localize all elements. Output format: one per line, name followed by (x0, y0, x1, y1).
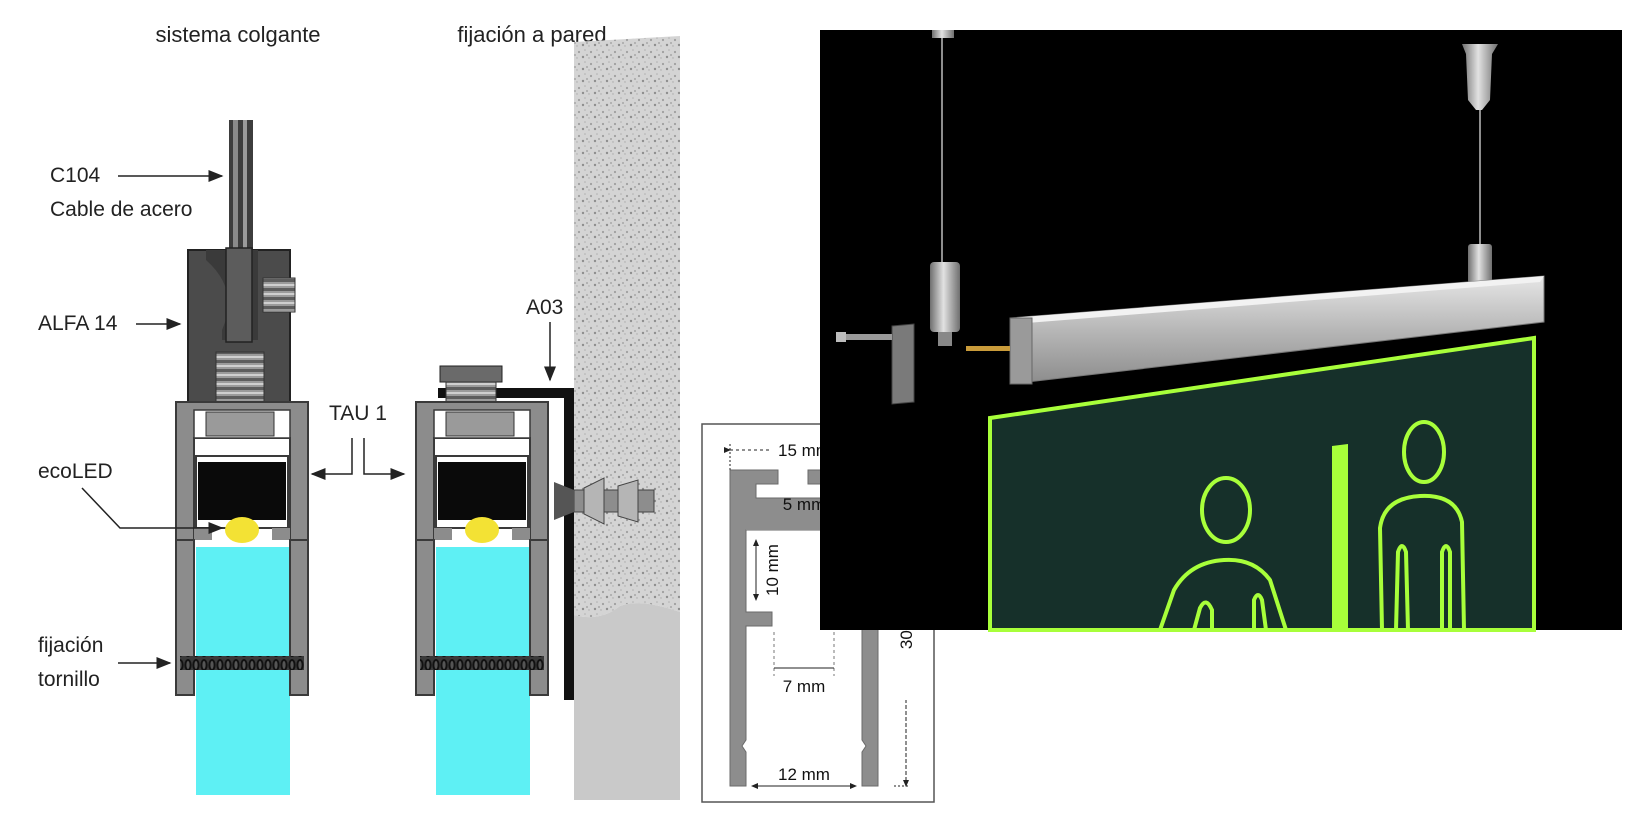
wall (574, 36, 680, 618)
dim-bottom-width: 12 mm (778, 765, 830, 784)
led-glow-hanging (225, 517, 259, 543)
acrylic-panel-hanging (196, 547, 290, 795)
wall-section (415, 36, 680, 800)
woman-pictogram-icon (1377, 420, 1466, 631)
fixing-screw-hanging (180, 656, 304, 670)
gripper-right (1468, 244, 1492, 284)
acrylic-panel-wall (436, 547, 530, 795)
product-render (820, 30, 1622, 632)
led-glow-wall (465, 517, 499, 543)
fixing-screw-wall (420, 656, 544, 670)
label-tau1: TAU 1 (329, 402, 387, 425)
gripper-left (930, 262, 960, 332)
label-c104: C104 (50, 164, 101, 187)
header-hanging-system: sistema colgante (155, 22, 320, 47)
label-a03: A03 (526, 296, 563, 319)
hanging-section (175, 120, 309, 795)
label-screw: tornillo (38, 668, 100, 691)
ecoled-strip-hanging (198, 462, 286, 520)
dim-width-top: 15 mm (778, 441, 830, 460)
label-fixing: fijación (38, 634, 103, 657)
label-steel-cable: Cable de acero (50, 198, 192, 221)
callout-labels: C104 Cable de acero ALFA 14 TAU 1 ecoLED… (38, 164, 563, 691)
wall-plate (891, 323, 915, 405)
label-ecoled: ecoLED (38, 460, 113, 483)
dim-slot-width: 7 mm (783, 677, 826, 696)
ceiling-cap-right (1462, 44, 1498, 110)
ecoled-strip-wall (438, 462, 526, 520)
label-alfa14: ALFA 14 (38, 312, 118, 335)
man-pictogram-icon (1158, 476, 1288, 631)
dim-inner-height: 10 mm (763, 544, 782, 596)
dim-inner-top: 5 mm (783, 495, 826, 514)
